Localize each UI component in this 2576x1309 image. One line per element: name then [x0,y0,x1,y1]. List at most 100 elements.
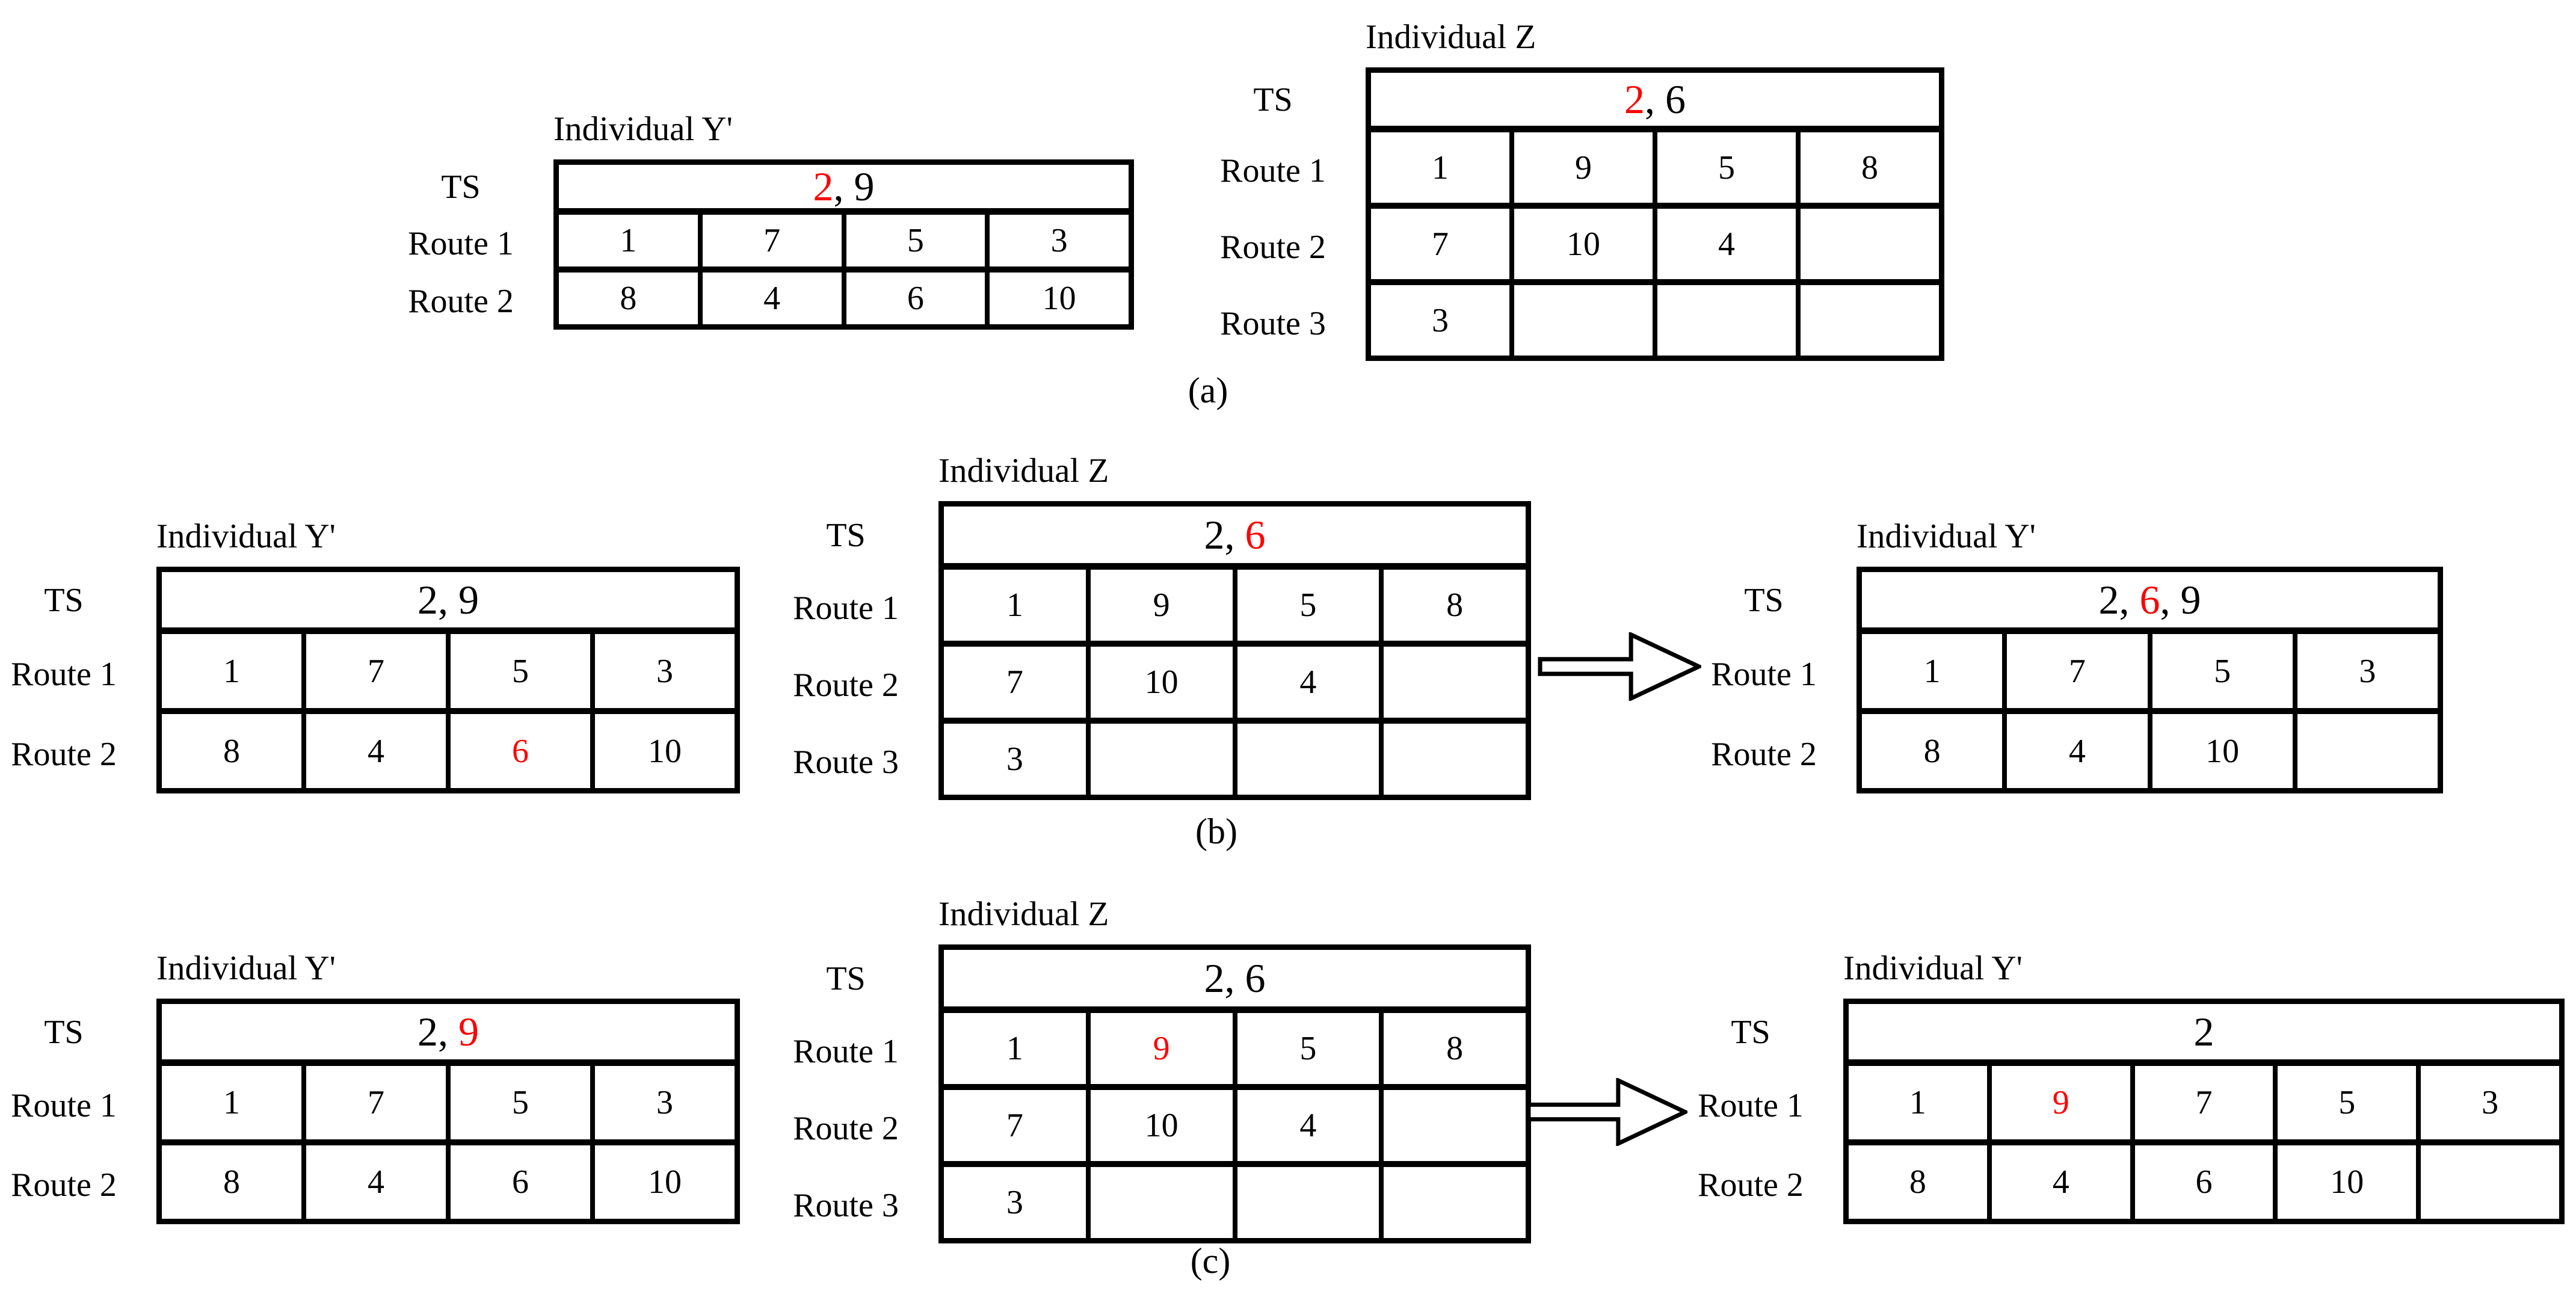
table-cell: 7 [2007,634,2152,708]
table-cell [1657,285,1801,356]
table-cell [1801,285,1939,356]
table-cell: 1 [559,215,703,266]
route-row-label: Route 2 [1220,228,1326,266]
ts-value-segment: 2, 6 [1204,955,1266,1001]
ts-value-segment: 2 [2193,1008,2214,1055]
ts-value-segment: 2, 9 [418,576,479,623]
route-row-label: Route 2 [1711,735,1817,773]
ts-row-label: TS [1744,582,1784,619]
ts-value-row: 2, 9 [559,164,1129,215]
table-cell: 9 [1091,1013,1237,1084]
table-cell: 4 [703,273,846,324]
table-cell: 8 [559,273,703,324]
table-cell: 10 [1091,1090,1237,1161]
ts-value-segment: , 6 [1645,76,1686,122]
ts-value-segment: 2, [418,1008,458,1055]
panel-label-b: (b) [1195,812,1237,851]
table-cell: 1 [162,634,306,708]
table-cell: 8 [1861,149,1878,186]
table-cell: 1 [944,570,1091,641]
table-cell: 10 [1091,647,1237,718]
table-cell: 7 [1371,209,1514,279]
table-cell: 10 [648,1163,682,1201]
ts-row-label: TS [44,582,84,619]
table-cell: 3 [656,652,673,690]
table-cell [1091,1167,1237,1238]
table-cell [1384,724,1526,795]
table-cell: 1 [1862,634,2007,708]
route-row-label: Route 3 [793,744,899,781]
route-row-label: Route 2 [1698,1166,1804,1204]
route-row-label: Route 2 [11,1166,117,1204]
table-cell: 7 [703,215,846,266]
table-cell: 10 [2152,714,2297,788]
table-cell: 7 [944,647,1091,718]
ts-row-label: TS [826,517,866,554]
table-cell: 3 [944,1167,1091,1238]
table-cell: 3 [656,1084,673,1121]
table-cell: 5 [1237,1013,1384,1084]
ts-row-label: TS [44,1014,84,1051]
block-arrow-right-icon [1538,632,1701,701]
table-row: 3 [1371,285,1939,356]
table-cell [1237,724,1384,795]
table-cell: 8 [162,1145,306,1219]
ts-value-row: 2, 6 [944,950,1526,1013]
panel-label-c: (c) [1190,1241,1231,1281]
table-cell: 9 [1514,132,1657,203]
table-cell: 3 [2359,652,2376,690]
table-cell: 3 [2482,1084,2499,1121]
table-cell [1091,724,1237,795]
table-cell: 5 [2278,1066,2421,1139]
table-cell: 4 [306,1145,451,1219]
ts-value-row: 2, 6 [944,507,1526,570]
table-cell [1384,1167,1526,1238]
table-cell: 4 [1657,209,1801,279]
table-cell: 6 [451,714,595,788]
table-cell [1237,1167,1384,1238]
ts-value-segment: 2 [1624,76,1645,122]
table-cell [2421,1145,2559,1219]
table-cell: 5 [1657,132,1801,203]
table-cell: 6 [846,273,990,324]
table-cell: 4 [1992,1145,2135,1219]
route-row-label: Route 1 [11,655,117,693]
ts-row-label: TS [1731,1014,1770,1051]
ts-value-row: 2, 6 [1371,73,1939,132]
table-cell: 8 [1446,587,1464,624]
route-row-label: Route 2 [11,735,117,773]
route-row-label: Route 3 [1220,304,1326,342]
route-row-label: Route 1 [11,1087,117,1124]
table-cell: 8 [1849,1145,1992,1219]
table-cell: 7 [2135,1066,2278,1139]
row-label-column: TS Route 1 Route 2 [0,567,146,794]
table-cell: 5 [2152,634,2297,708]
route-row-label: Route 2 [793,1110,899,1147]
route-row-label: Route 1 [793,1033,899,1070]
table-cell: 7 [306,634,451,708]
ts-row-label: TS [1253,81,1293,119]
table-cell: 1 [1849,1066,1992,1139]
table-cell: 4 [1237,647,1384,718]
table-cell: 4 [306,714,451,788]
ts-value-row: 2, 9 [162,572,735,634]
table-cell [1384,1090,1526,1161]
route-row-label: Route 3 [793,1187,899,1224]
table-cell: 10 [648,732,682,770]
